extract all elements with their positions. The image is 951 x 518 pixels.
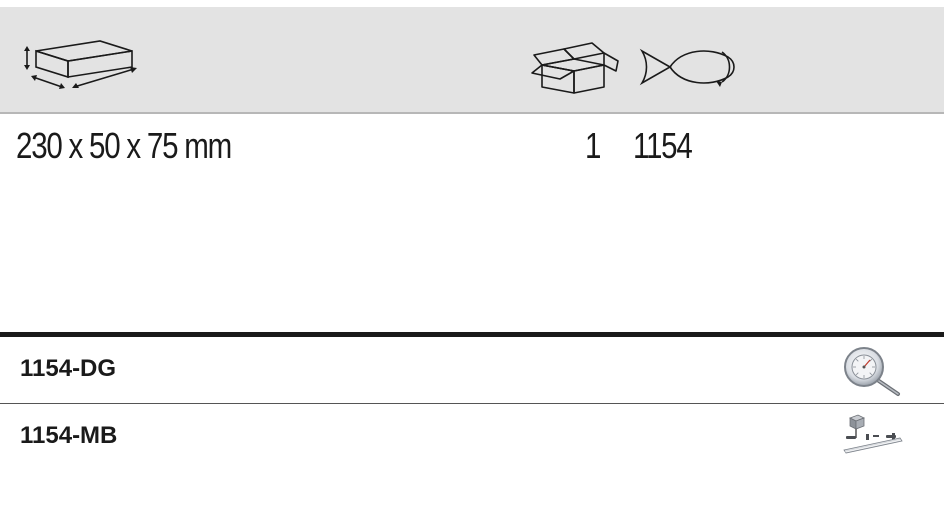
dimensions-value: 230 x 50 x 75 mm bbox=[16, 125, 232, 166]
spec-values-row: 230 x 50 x 75 mm 1 1154 bbox=[0, 124, 944, 172]
dial-gauge-magnifier-icon[interactable] bbox=[840, 345, 904, 397]
accessory-row[interactable]: 1154-DG bbox=[0, 337, 944, 404]
accessory-label: 1154-MB bbox=[20, 422, 118, 449]
accessories-divider bbox=[0, 332, 944, 337]
measuring-bridge-icon[interactable] bbox=[840, 412, 904, 464]
fish-code-icon bbox=[639, 48, 735, 87]
spec-header bbox=[0, 7, 944, 114]
package-quantity-icon bbox=[531, 42, 619, 94]
accessory-label: 1154-DG bbox=[20, 355, 117, 382]
code-value: 1154 bbox=[633, 125, 693, 166]
quantity-value: 1 bbox=[585, 125, 601, 166]
accessory-row[interactable]: 1154-MB bbox=[0, 404, 944, 470]
box-dimensions-icon bbox=[24, 40, 137, 89]
